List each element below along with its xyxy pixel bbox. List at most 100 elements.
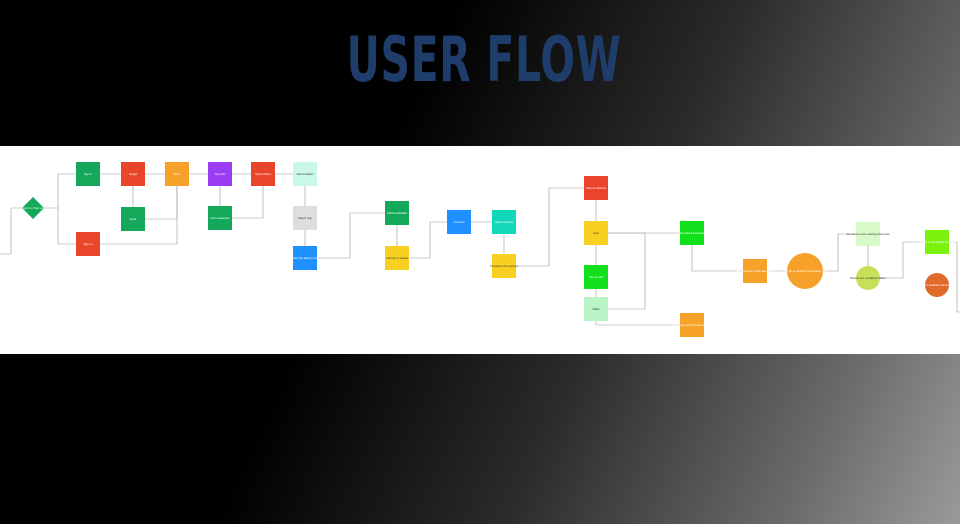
node-label: Processed the confirmation page bbox=[736, 269, 774, 273]
flow-node-n4: Google bbox=[121, 162, 145, 186]
connector-line bbox=[409, 221, 447, 259]
node-label: Sign in bbox=[84, 172, 92, 176]
flow-node-n12: Select the delivery time bbox=[292, 246, 319, 270]
diamond-shape bbox=[22, 197, 44, 219]
flow-node-n15: Checkout bbox=[447, 210, 471, 234]
connector-line bbox=[317, 212, 385, 259]
flow-node-n29: Your feedback submitted bbox=[923, 273, 952, 297]
rect-shape bbox=[293, 162, 317, 186]
flow-node-n11: Search map bbox=[293, 206, 317, 230]
flow-node-n2: Sign in bbox=[76, 162, 100, 186]
flow-node-n17: Proceed to the payment bbox=[490, 254, 518, 278]
flow-node-n24: Processed the confirmation page bbox=[736, 259, 775, 283]
connector-line bbox=[595, 321, 680, 326]
connector-line bbox=[516, 187, 584, 267]
connector-line bbox=[100, 186, 178, 245]
node-label: Order placed successfully bbox=[677, 231, 707, 235]
flow-node-n18: Payment Method bbox=[584, 176, 608, 200]
node-label: Add item to basket bbox=[386, 256, 408, 260]
user-flow-diagram: Sign in or Sign up? Sign in Sign up GoogleA… bbox=[0, 162, 960, 337]
rect-shape bbox=[121, 207, 145, 231]
rect-shape bbox=[584, 176, 608, 200]
circle-shape bbox=[856, 266, 880, 290]
flow-node-n23: Pay through card from the back page bbox=[671, 313, 714, 337]
flow-node-n27: Review your completed Orders bbox=[850, 266, 887, 290]
flow-node-n20: Pay on cash bbox=[584, 265, 608, 289]
connector-line bbox=[880, 241, 925, 279]
rect-shape bbox=[925, 230, 949, 254]
flow-node-n9: Select Dishes bbox=[251, 162, 275, 186]
flow-node-n3: Sign up bbox=[76, 232, 100, 256]
connector-line bbox=[691, 245, 743, 272]
node-label: Select Payment bbox=[495, 220, 513, 224]
node-label: Top picks bbox=[215, 172, 227, 176]
connector-line bbox=[949, 241, 960, 313]
rect-shape bbox=[385, 201, 409, 225]
node-label: Pay on cash bbox=[589, 275, 604, 279]
node-label: Select location bbox=[297, 172, 314, 176]
rect-shape bbox=[385, 246, 409, 270]
rect-shape bbox=[293, 206, 317, 230]
flow-node-n13: Check availability bbox=[385, 201, 409, 225]
node-label: Proceed to the payment bbox=[490, 264, 518, 268]
connector-line bbox=[0, 207, 22, 255]
rect-shape bbox=[743, 259, 767, 283]
flow-node-n16: Select Payment bbox=[492, 210, 516, 234]
node-label: Your feedback submitted bbox=[923, 283, 952, 287]
node-label: Provide us the app/site feedback bbox=[918, 240, 956, 244]
node-label: Sign in or Sign up? bbox=[22, 206, 44, 210]
node-label: Select the delivery time bbox=[292, 256, 319, 260]
flow-node-n19: Card bbox=[584, 221, 608, 245]
rect-shape bbox=[251, 162, 275, 186]
rect-shape bbox=[76, 232, 100, 256]
node-label: Search map bbox=[298, 216, 313, 220]
node-label: Google bbox=[129, 172, 138, 176]
node-label: You can see your ordering status here bbox=[846, 232, 890, 236]
node-label: Add Tip to contact for the delivery guy bbox=[783, 269, 827, 273]
node-label: Select Dishes bbox=[255, 172, 272, 176]
page-title: USER FLOW bbox=[346, 23, 622, 96]
flow-node-n1: Sign in or Sign up? bbox=[22, 197, 45, 219]
connector-line bbox=[232, 186, 264, 219]
rect-shape bbox=[492, 254, 516, 278]
rect-shape bbox=[680, 221, 704, 245]
node-label: Card bbox=[593, 231, 599, 235]
node-label: Checkout bbox=[454, 220, 465, 224]
rect-shape bbox=[293, 246, 317, 270]
connector-line bbox=[823, 233, 856, 272]
flow-node-n10: Select location bbox=[293, 162, 317, 186]
rect-shape bbox=[584, 297, 608, 321]
node-label: Pay through card from the back page bbox=[671, 323, 714, 327]
node-label: Payment Method bbox=[586, 186, 606, 190]
rect-shape bbox=[208, 162, 232, 186]
flow-node-n14: Add item to basket bbox=[385, 246, 409, 270]
circle-shape bbox=[787, 253, 823, 289]
node-label: Sign up bbox=[84, 242, 93, 246]
node-label: Wallet bbox=[592, 307, 599, 311]
rect-shape bbox=[208, 206, 232, 230]
node-label: Check availability bbox=[387, 211, 408, 215]
flow-node-n6: Home bbox=[165, 162, 189, 186]
connector-line bbox=[57, 208, 76, 245]
rect-shape bbox=[165, 162, 189, 186]
circle-shape bbox=[925, 273, 949, 297]
flow-node-n28: Provide us the app/site feedback bbox=[918, 230, 957, 254]
node-label: Home bbox=[174, 172, 181, 176]
flow-node-n21: Wallet bbox=[584, 297, 608, 321]
node-label: Review your completed Orders bbox=[850, 276, 886, 280]
connector-line bbox=[145, 186, 178, 220]
node-label: Apple bbox=[130, 217, 137, 221]
rect-shape bbox=[121, 162, 145, 186]
flow-node-n22: Order placed successfully bbox=[677, 221, 708, 245]
rect-shape bbox=[492, 210, 516, 234]
connector-line bbox=[44, 173, 76, 209]
rect-shape bbox=[76, 162, 100, 186]
flow-node-n25: Add Tip to contact for the delivery guy bbox=[783, 253, 827, 289]
flow-node-n26: You can see your ordering status here bbox=[846, 222, 890, 246]
rect-shape bbox=[584, 265, 608, 289]
rect-shape bbox=[856, 222, 880, 246]
flow-node-n8: Find restaurants bbox=[208, 206, 232, 230]
connector-line bbox=[608, 232, 646, 310]
rect-shape bbox=[680, 313, 704, 337]
